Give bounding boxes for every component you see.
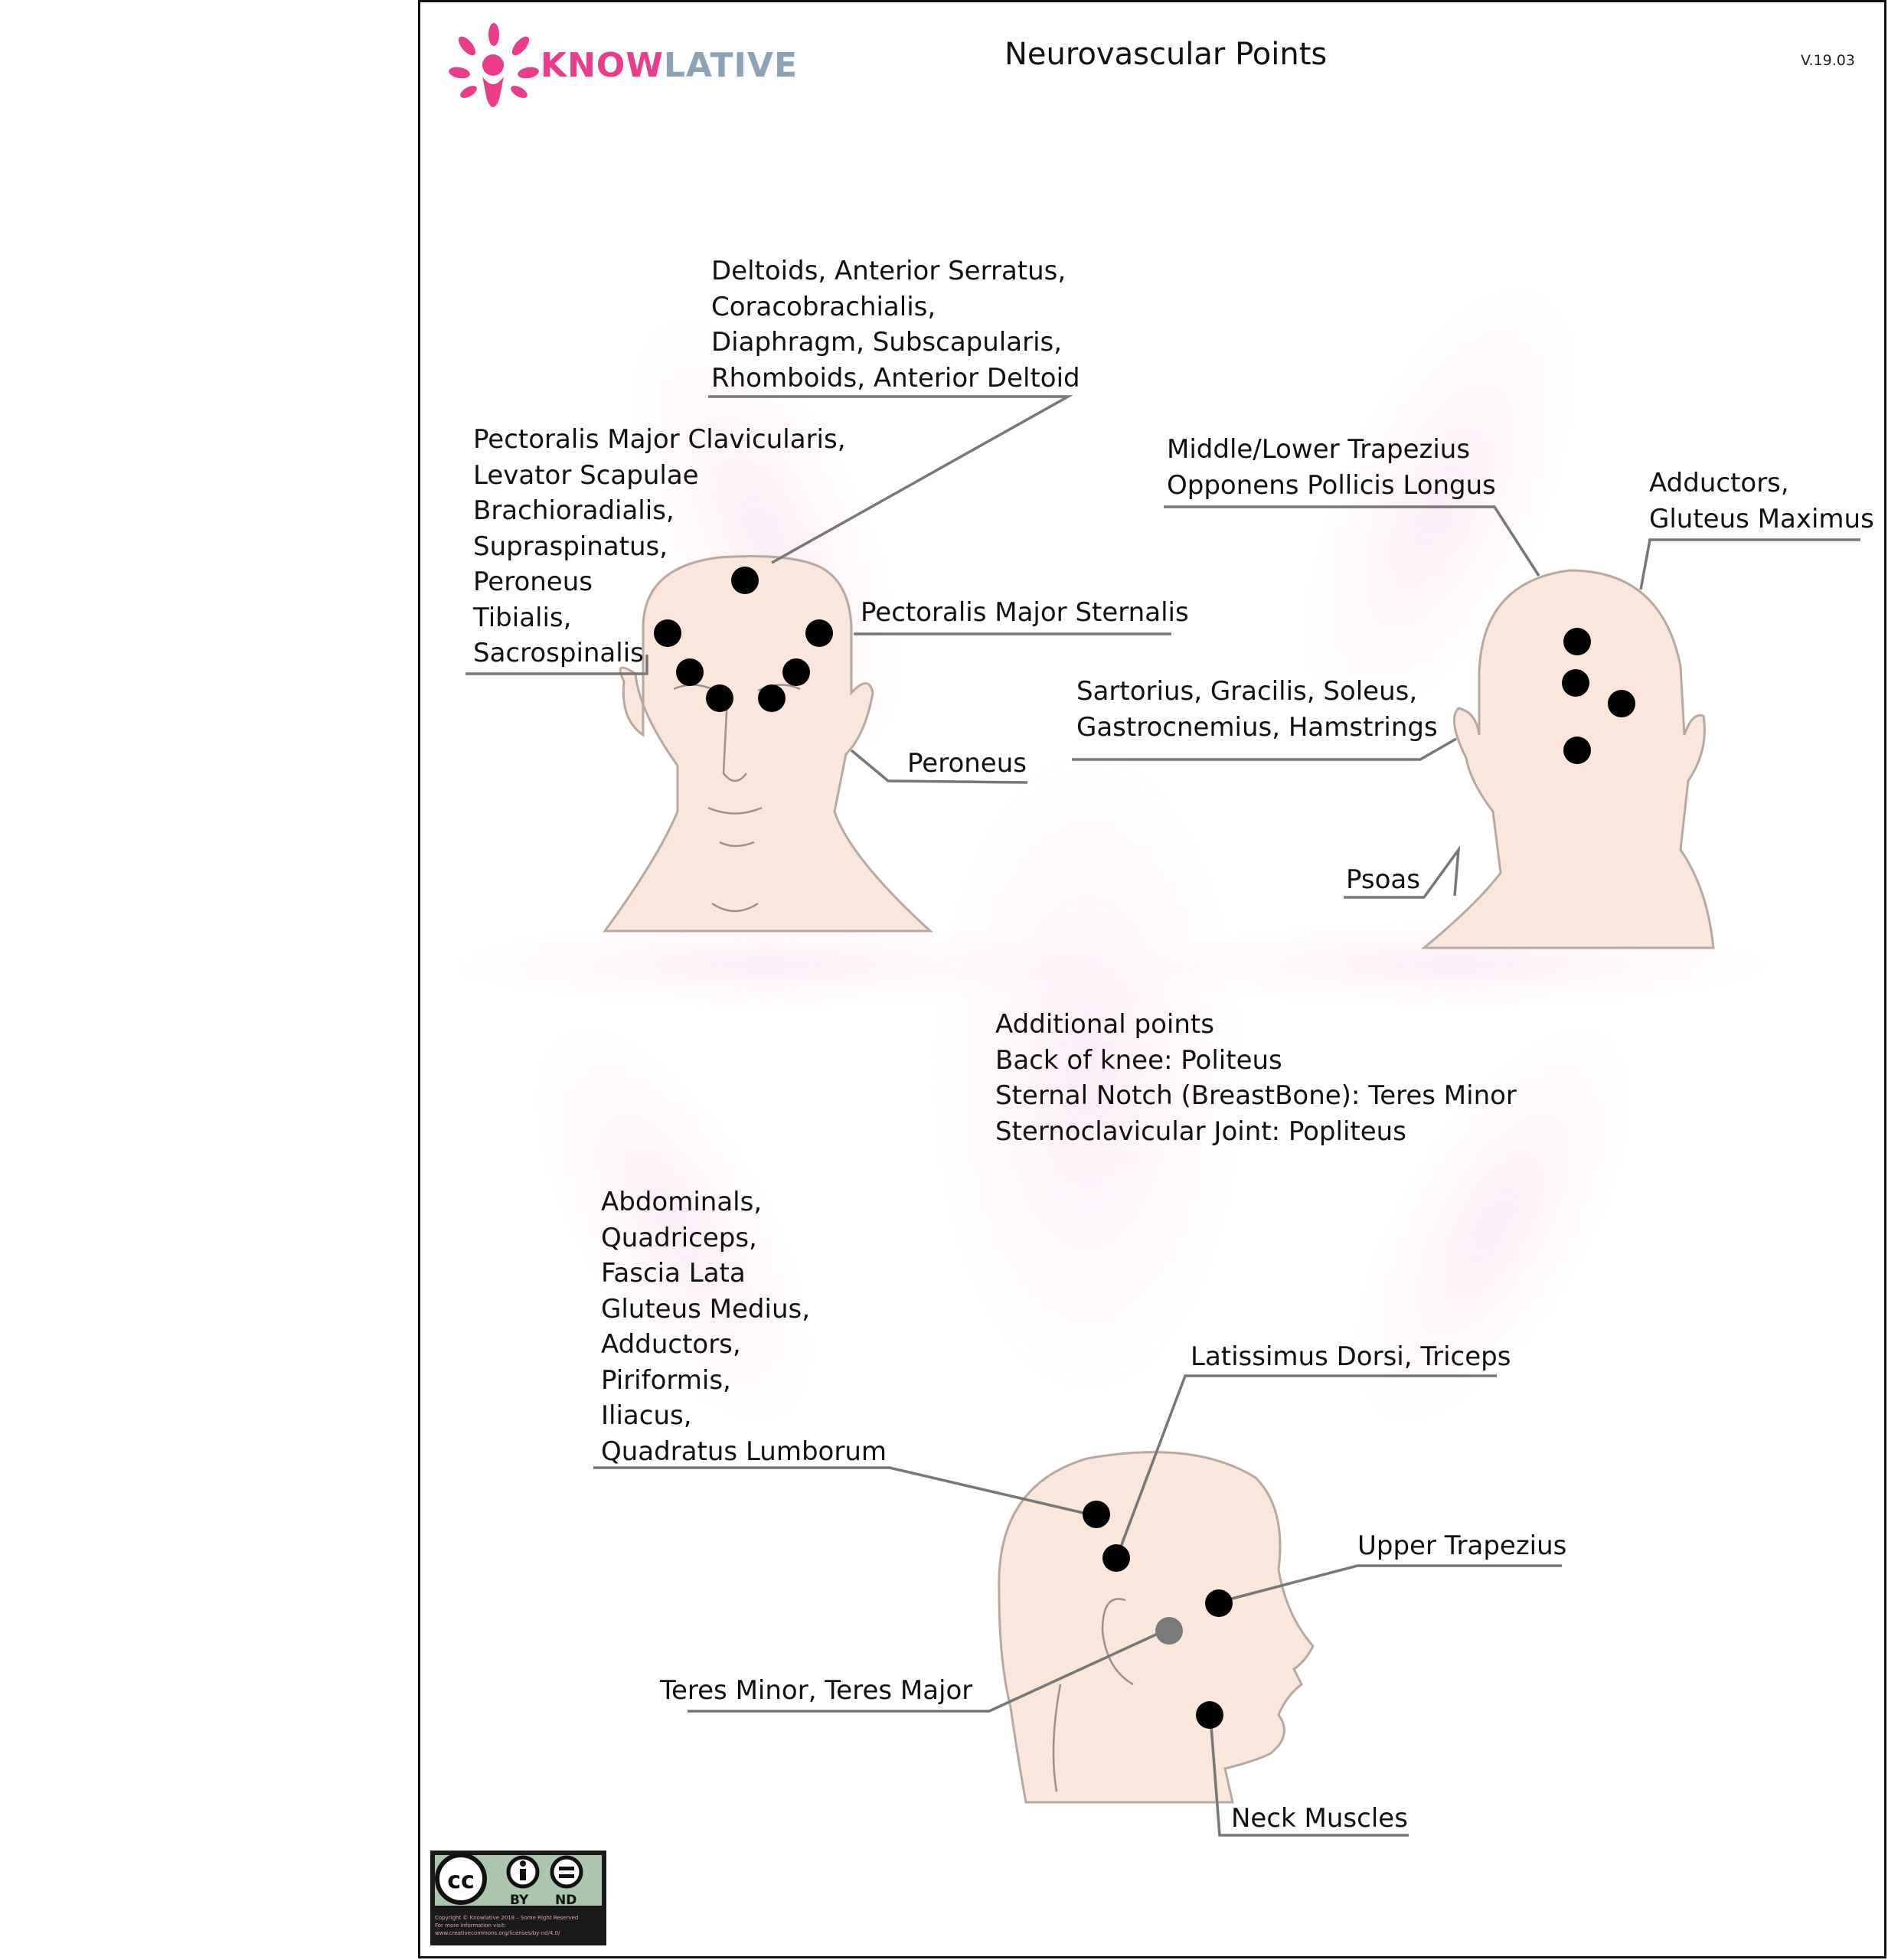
- creative-commons-icon: [435, 1853, 487, 1905]
- label-front-right: Pectoralis Major Sternalis: [861, 597, 1189, 628]
- brand-lative: LATIVE: [663, 46, 799, 85]
- label-side-top: Latissimus Dorsi, Triceps: [1191, 1341, 1511, 1372]
- label-back-top: Middle/Lower Trapezius Opponens Pollicis…: [1167, 434, 1496, 501]
- label-back-neck: Psoas: [1346, 864, 1420, 895]
- leader-lines: [465, 395, 1860, 1837]
- point-back-1: [1563, 628, 1591, 655]
- point-side-crown: [1083, 1501, 1110, 1528]
- point-back-2: [1562, 669, 1589, 697]
- brand-wordmark: KNOWLATIVE: [541, 46, 798, 85]
- label-additional-points: Additional points Back of knee: Politeus…: [995, 1009, 1517, 1147]
- point-side-forehead: [1205, 1589, 1233, 1617]
- point-front-left-mid: [676, 658, 704, 686]
- no-derivatives-equals-icon: [550, 1855, 583, 1889]
- knowlative-tree-logo-icon: [449, 23, 539, 107]
- point-side-ear-gray: [1155, 1617, 1183, 1645]
- brand-know: KNOW: [541, 46, 664, 85]
- point-front-right-mid: [782, 658, 810, 686]
- page-title: Neurovascular Points: [1004, 37, 1328, 72]
- front-head-illustration: [603, 555, 933, 933]
- point-front-left-upper: [654, 619, 681, 647]
- cc-license-badge[interactable]: cc: [430, 1851, 606, 1945]
- label-side-ear: Teres Minor, Teres Major: [660, 1675, 973, 1706]
- svg-text:cc: cc: [447, 1867, 475, 1894]
- side-head-ear: [1052, 1598, 1134, 1792]
- label-front-left: Pectoralis Major Clavicularis, Levator S…: [473, 424, 846, 668]
- point-side-temple: [1102, 1544, 1130, 1572]
- point-back-4: [1563, 737, 1591, 764]
- neurovascular-points: [654, 567, 1635, 1729]
- point-front-left-brow: [706, 684, 733, 712]
- label-side-right: Upper Trapezius: [1357, 1530, 1567, 1561]
- cc-by-label: BY: [510, 1893, 529, 1908]
- label-front-top: Deltoids, Anterior Serratus, Coracobrach…: [711, 256, 1080, 394]
- label-front-ear: Peroneus: [907, 748, 1027, 779]
- point-back-3: [1608, 690, 1635, 717]
- label-back-right: Adductors, Gluteus Maximus: [1649, 468, 1874, 534]
- point-front-right-upper: [805, 619, 833, 647]
- label-side-left: Abdominals, Quadriceps, Fascia Lata Glut…: [601, 1187, 887, 1467]
- point-side-jaw: [1196, 1701, 1223, 1729]
- label-back-left: Sartorius, Gracilis, Soleus, Gastrocnemi…: [1076, 676, 1438, 743]
- point-front-right-brow: [758, 684, 786, 712]
- cc-nd-label: ND: [555, 1893, 577, 1908]
- point-front-crown: [731, 567, 759, 594]
- cc-fine-print: Copyright © Knowlative 2018 – Some Right…: [435, 1915, 579, 1936]
- label-side-neck: Neck Muscles: [1231, 1803, 1408, 1834]
- version-label: V.19.03: [1801, 52, 1855, 69]
